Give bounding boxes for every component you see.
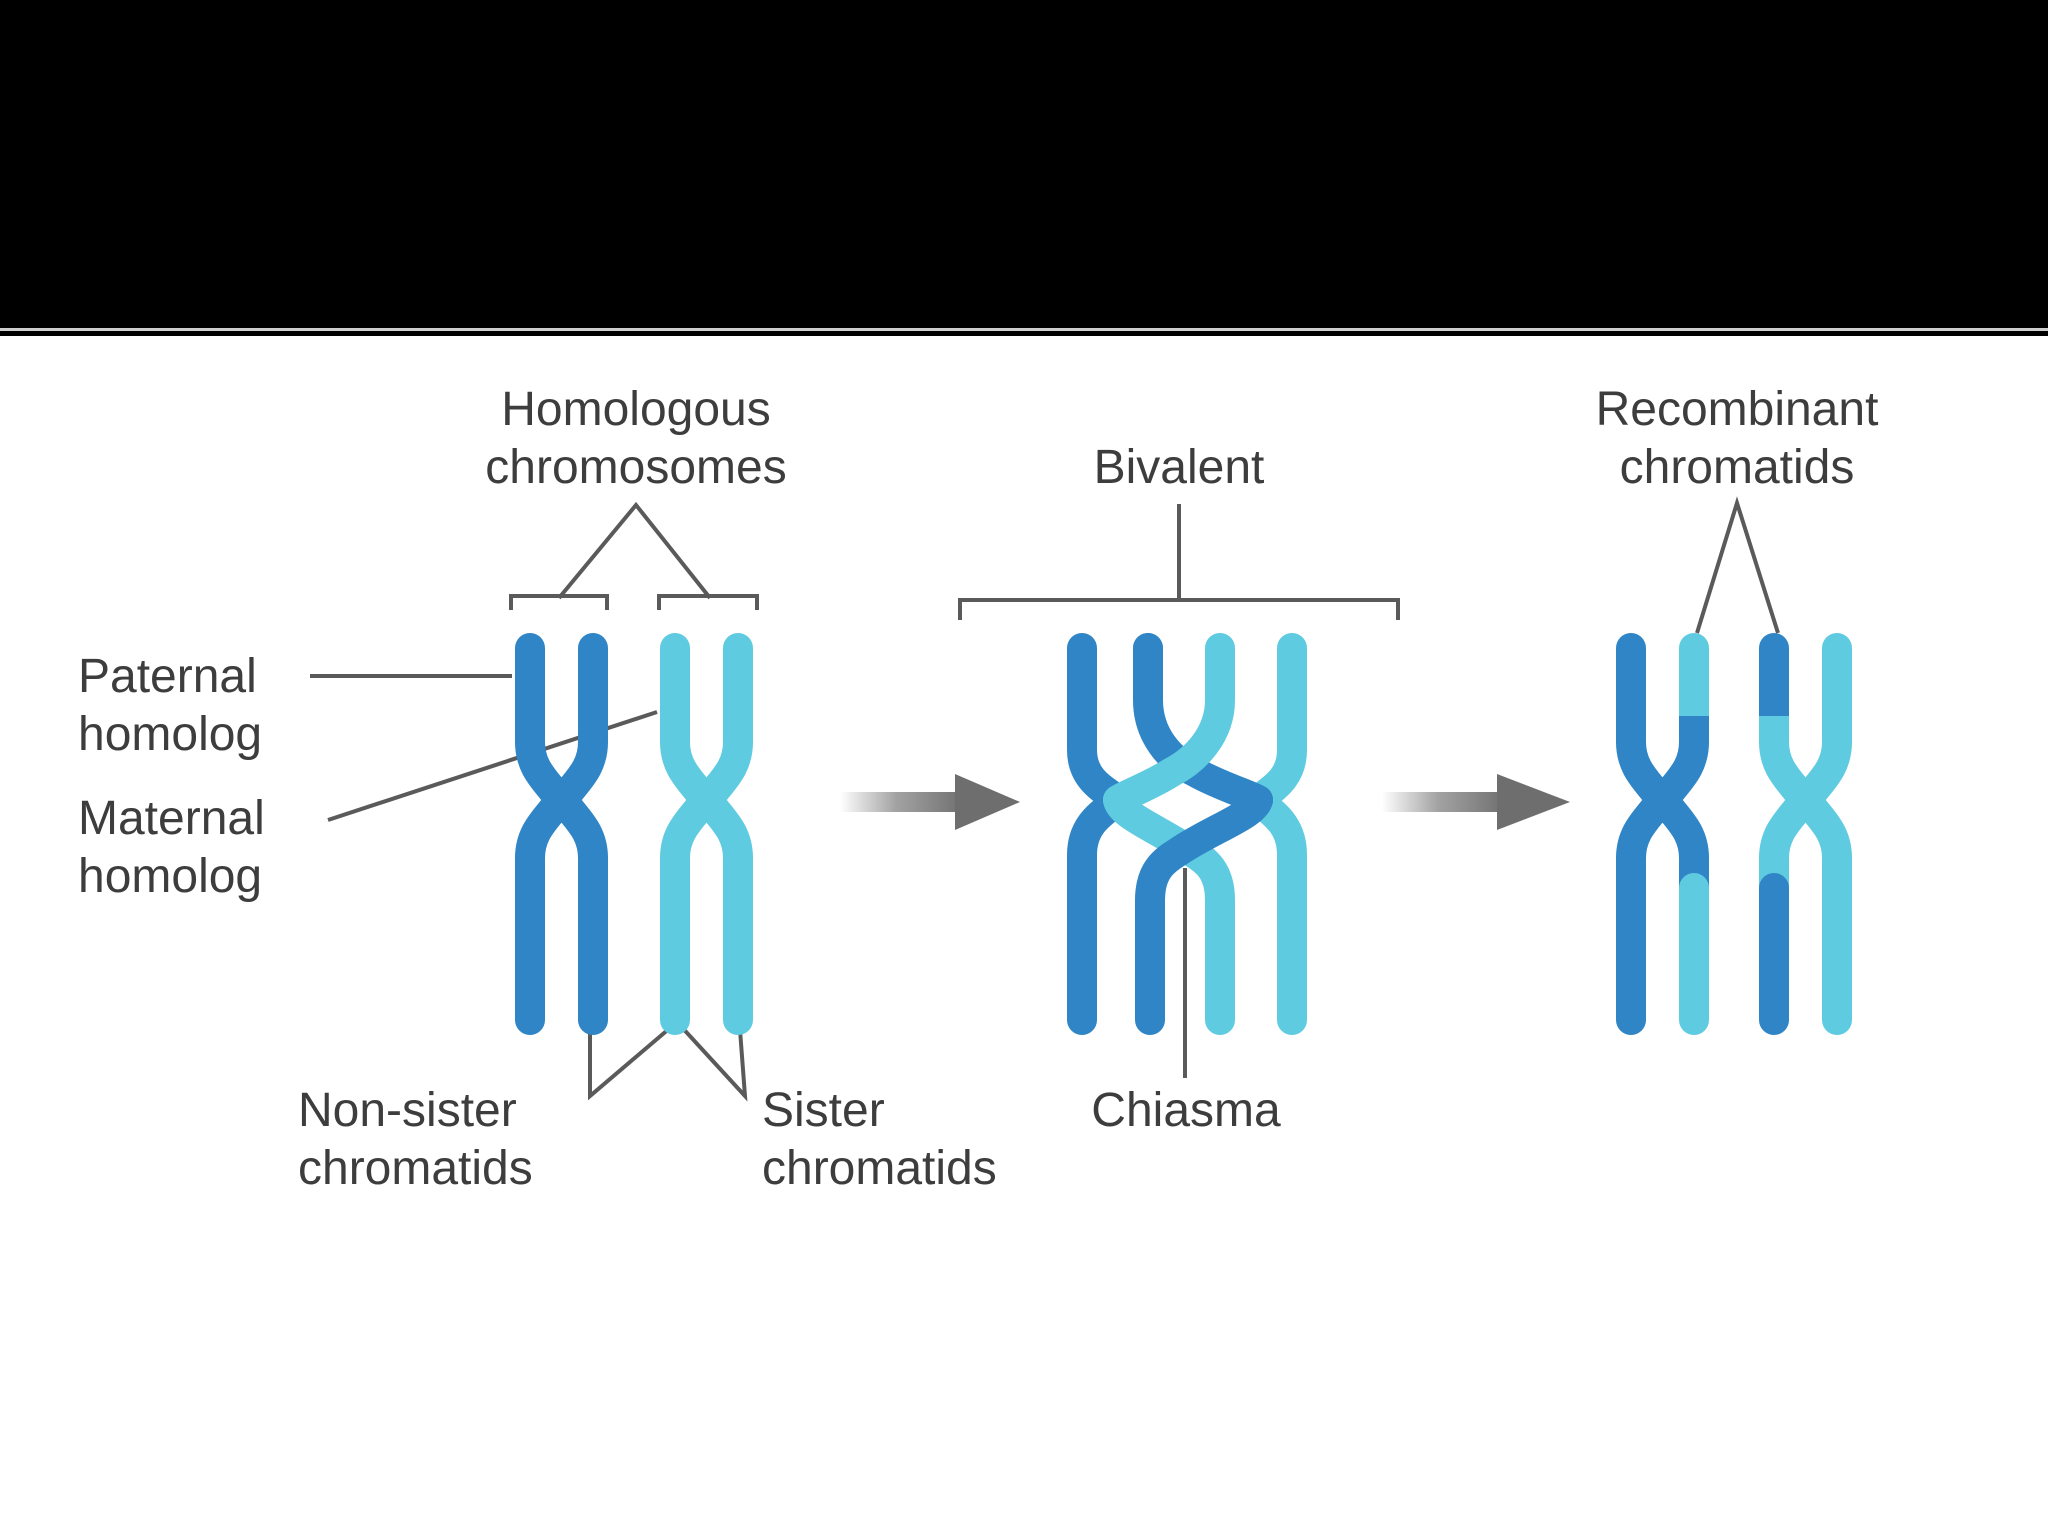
homologous-label-line2: chromosomes: [485, 441, 786, 494]
divider-rule: [0, 328, 2048, 331]
maternal-chromosome: [660, 633, 753, 1035]
paternal-chromosome: [515, 633, 608, 1035]
homologous-leader: [557, 501, 712, 600]
chromatid: [544, 633, 608, 1035]
chromatid: [1135, 785, 1273, 1035]
chromatid: [515, 633, 579, 1035]
labels: Homologous chromosomes Bivalent Recombin…: [78, 383, 1878, 1195]
chromatid: [660, 633, 724, 1035]
recombinant-chromosomes: [1616, 633, 1852, 1035]
paternal-label-line2: homolog: [78, 708, 262, 761]
bivalent-label: Bivalent: [1094, 441, 1265, 494]
chromatid: [1788, 633, 1852, 1035]
chromatid: [689, 633, 753, 1035]
maternal-label-line2: homolog: [78, 850, 262, 903]
bivalent: [1067, 633, 1307, 1035]
sister-leader: [675, 1020, 748, 1102]
recombinant-label-line2: chromatids: [1620, 441, 1855, 494]
recombinant-label-line1: Recombinant: [1596, 383, 1879, 436]
arrow-1: [840, 774, 1020, 830]
recombinant-leader: [1695, 496, 1780, 634]
leader-lines: [310, 496, 1780, 1102]
sister-label-line2: chromatids: [762, 1142, 997, 1195]
homologous-pair: [515, 633, 753, 1035]
chromatid: [1103, 633, 1235, 815]
non-sister-leader: [588, 1020, 679, 1101]
bracket-paternal-pair: [509, 594, 609, 610]
bracket-bivalent: [958, 598, 1400, 620]
chiasma-label: Chiasma: [1091, 1084, 1281, 1137]
homologous-label-line1: Homologous: [501, 383, 770, 436]
paternal-label-line1: Paternal: [78, 650, 257, 703]
chromatid: [1645, 716, 1709, 888]
arrow-2: [1382, 774, 1570, 830]
chromatid: [1616, 633, 1680, 1035]
chromatid: [1235, 633, 1307, 1035]
title-band: [0, 0, 2048, 320]
non-sister-label-line2: chromatids: [298, 1142, 533, 1195]
chromatid: [1067, 633, 1142, 1035]
non-sister-label-line1: Non-sister: [298, 1084, 517, 1137]
maternal-label-line1: Maternal: [78, 792, 265, 845]
sister-label-line1: Sister: [762, 1084, 885, 1137]
